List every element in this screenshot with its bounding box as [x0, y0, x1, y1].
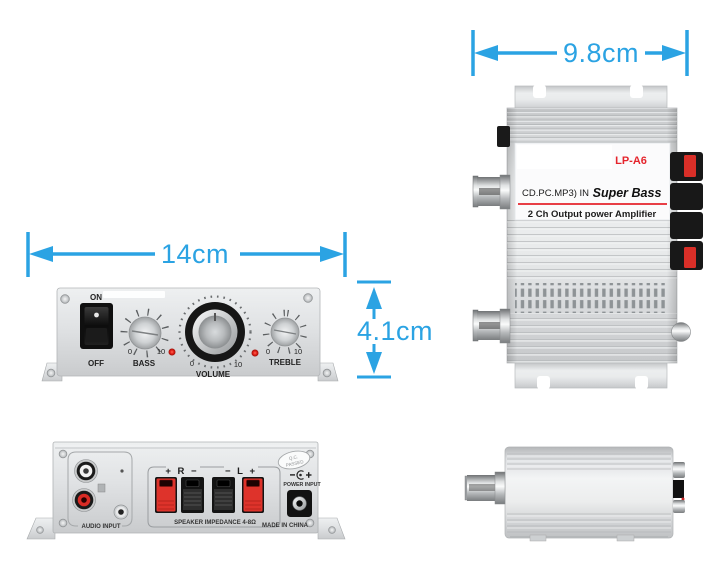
rear-screw-br	[305, 518, 315, 528]
top-mounting-tab-bottom	[514, 362, 668, 389]
subtitle-text: 2 Ch Output power Amplifier	[528, 209, 657, 220]
bass-min: 0	[128, 347, 132, 356]
model-text: LP-A6	[615, 155, 647, 167]
width-dimension	[26, 232, 347, 277]
aux-jack	[113, 504, 129, 520]
knob-shaft-top-view	[671, 322, 691, 342]
rear-screw-bl	[58, 518, 68, 528]
rear-flange-screw-right	[328, 526, 336, 534]
switch-indicator-dot	[94, 312, 99, 318]
side-red-dot	[681, 497, 685, 501]
power-switch: ON OFF	[80, 293, 113, 368]
terminal-black-2	[211, 476, 236, 514]
terminal-red-2	[241, 476, 265, 514]
pilot-hole	[120, 469, 124, 473]
corner-screw-left	[60, 294, 70, 304]
volume-label: VOLUME	[196, 370, 231, 379]
right-channel-label: + R −	[165, 466, 198, 477]
foot-right	[616, 534, 635, 542]
terminal-red-1	[154, 476, 178, 514]
speaker-terminal-group: + R − − L + SPEAKER IMPEDANCE 4-8Ω	[147, 466, 281, 528]
vent-grid	[515, 283, 665, 313]
volume-min: 0	[190, 359, 194, 368]
amplifier-front-view: ON OFF 0 10 BASS 0 10 VOLUME 0 10 TREBLE	[41, 287, 339, 382]
width-dimension-label: 14cm	[161, 239, 229, 269]
flange-screw-right	[322, 368, 332, 378]
depth-dimension-label: 9.8cm	[563, 38, 639, 68]
corner-screw-right	[303, 293, 313, 303]
bass-label: BASS	[133, 359, 156, 368]
rca-plug-top-2	[472, 308, 511, 344]
dc-polarity-icon	[290, 470, 312, 480]
knob-shaft-side-top	[673, 462, 685, 478]
product-label: LP-A6 CD.PC.MP3) IN Super Bass 2 Ch Outp…	[514, 142, 671, 221]
top-mounting-tab-top	[514, 85, 668, 111]
knob-shaft-side-bottom	[673, 500, 685, 513]
audio-input-group: AUDIO INPUT	[67, 451, 133, 530]
bass-max: 10	[157, 347, 165, 356]
rca-plug-top-1	[472, 174, 511, 210]
hex-nut	[97, 483, 106, 493]
qc-passed-stamp: Q.C. PASSED	[277, 450, 311, 470]
audio-input-label: AUDIO INPUT	[82, 524, 121, 530]
rca-jack-white	[74, 459, 98, 483]
height-dimension	[357, 280, 391, 379]
left-channel-label: − L +	[225, 466, 257, 477]
amplifier-top-view: LP-A6 CD.PC.MP3) IN Super Bass 2 Ch Outp…	[472, 85, 703, 389]
rca-jack-red	[72, 488, 96, 512]
speaker-terminals-top	[670, 152, 703, 270]
flange-screw-left	[46, 368, 56, 378]
jack-black-side	[673, 480, 684, 498]
qc-bottom-text: PASSED	[285, 459, 304, 468]
depth-dimension	[471, 30, 689, 76]
treble-label: TREBLE	[269, 358, 302, 367]
label-reflection	[517, 145, 612, 169]
brand-text: Super Bass	[593, 186, 662, 200]
inputs-text: CD.PC.MP3) IN	[522, 188, 589, 199]
treble-min: 0	[266, 347, 270, 356]
power-led-right	[251, 349, 259, 357]
headphone-jack-top	[497, 126, 510, 147]
power-off-label: OFF	[88, 359, 104, 368]
treble-knob: 0 10 TREBLE	[262, 309, 308, 367]
made-in-label: MADE IN CHINA	[262, 523, 309, 529]
volume-max: 10	[234, 360, 242, 369]
amplifier-rear-view: AUDIO INPUT + R − − L + SPEAKER IMPEDANC…	[26, 441, 346, 540]
power-on-label: ON	[90, 293, 102, 302]
height-dimension-label: 4.1cm	[357, 316, 433, 346]
dc-power-jack	[287, 490, 312, 517]
impedance-label: SPEAKER IMPEDANCE 4-8Ω	[174, 520, 256, 526]
side-body	[504, 446, 674, 539]
treble-max: 10	[294, 347, 302, 356]
qc-top-text: Q.C.	[288, 454, 298, 461]
foot-left	[529, 534, 547, 542]
rca-plug-side	[464, 471, 506, 505]
panel-reflection	[103, 291, 165, 298]
rear-screw-tl	[58, 449, 68, 459]
rear-flange-screw-left	[36, 526, 44, 534]
amplifier-side-view	[464, 446, 685, 542]
power-input-label: POWER INPUT	[283, 482, 321, 488]
power-led-left	[168, 348, 176, 356]
terminal-black-1	[180, 476, 205, 514]
volume-knob: 0 10 VOLUME	[178, 295, 252, 379]
